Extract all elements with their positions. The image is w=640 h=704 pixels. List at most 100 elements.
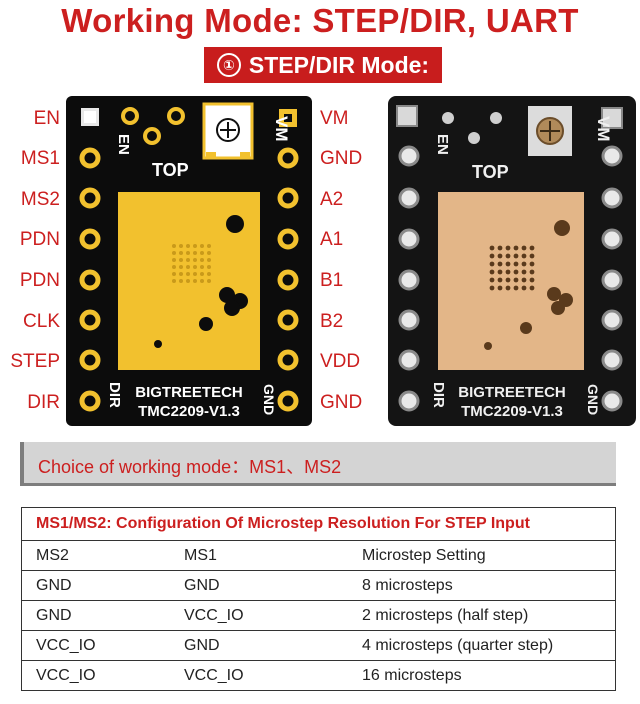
thermal-via-dot	[207, 244, 211, 248]
thermal-via-dot	[505, 245, 511, 251]
silk-top: TOP	[152, 160, 189, 180]
thermal-via-dot	[193, 279, 197, 283]
thermal-via-dot	[497, 277, 503, 283]
thermal-via-dot	[172, 265, 176, 269]
thermal-via-dot	[513, 253, 519, 259]
thermal-via-dot	[505, 277, 511, 283]
photo-silk-en: EN	[434, 134, 451, 155]
thermal-via-dot	[505, 285, 511, 291]
silk-model: TMC2209-V1.3	[138, 403, 240, 420]
thermal-via-dot	[529, 269, 535, 275]
thermal-via-dot	[529, 245, 535, 251]
table-row: VCC_IO GND 4 microsteps (quarter step)	[21, 630, 616, 661]
thermal-via-dot	[193, 258, 197, 262]
photo-potentiometer	[528, 106, 572, 156]
table-cell: 2 microsteps (half step)	[348, 600, 616, 631]
thermal-via-dot	[207, 251, 211, 255]
table-header-ms1: MS1	[170, 540, 348, 571]
thermal-via-dot	[186, 258, 190, 262]
photo-silk-gnd: GND	[585, 384, 601, 415]
photo-silk-vm: VM	[594, 116, 613, 142]
thermal-via-dot	[505, 269, 511, 275]
thermal-via-dot	[193, 272, 197, 276]
thermal-via-dot	[186, 244, 190, 248]
thermal-via-dot	[497, 269, 503, 275]
table-header-ms2: MS2	[21, 540, 170, 571]
thermal-via-dot	[497, 245, 503, 251]
thermal-via-dot	[489, 245, 495, 251]
working-mode-text: Choice of working mode：MS1、MS2	[38, 457, 342, 477]
thermal-via-dot	[505, 261, 511, 267]
photo-right-pins	[601, 107, 623, 412]
thermal-via-dot	[513, 261, 519, 267]
thermal-via-dot	[207, 258, 211, 262]
silk-dir: DIR	[106, 382, 123, 408]
thermal-via-dot	[521, 277, 527, 283]
thermal-via-dot	[497, 285, 503, 291]
pin-label-pdn-1: PDN	[19, 229, 60, 250]
table-header-row: MS2 MS1 Microstep Setting	[21, 540, 616, 571]
photo-copper-pad	[438, 192, 584, 370]
photo-vias	[442, 112, 502, 144]
silk-gnd: GND	[261, 384, 277, 415]
photo-left-pins	[396, 105, 420, 412]
thermal-via-dot	[529, 277, 535, 283]
table-cell: GND	[170, 570, 348, 601]
thermal-via-dot	[521, 261, 527, 267]
page-title: Working Mode: STEP/DIR, UART	[61, 2, 579, 39]
table-cell: 8 microsteps	[348, 570, 616, 601]
table-row: GND GND 8 microsteps	[21, 570, 616, 601]
thermal-via-dot	[179, 258, 183, 262]
thermal-via-dot	[513, 245, 519, 251]
table-cell: 16 microsteps	[348, 660, 616, 691]
thermal-via-dot	[172, 258, 176, 262]
table-cell: VCC_IO	[170, 600, 348, 631]
table-cell: GND	[21, 600, 170, 631]
table-cell: VCC_IO	[170, 660, 348, 691]
pin-label-ms1: MS1	[20, 148, 60, 169]
subtitle-text: STEP/DIR Mode:	[248, 51, 430, 78]
table-cell: VCC_IO	[21, 630, 170, 661]
thermal-via-dot	[489, 269, 495, 275]
vias	[121, 107, 185, 145]
thermal-via-dot	[513, 277, 519, 283]
thermal-via-dot	[505, 253, 511, 259]
thermal-via-dot	[193, 244, 197, 248]
photo-silk-dir: DIR	[430, 382, 447, 408]
pin-label-gnd-1: GND	[320, 148, 363, 169]
thermal-via-dot	[513, 285, 519, 291]
thermal-via-dot	[207, 279, 211, 283]
thermal-via-dot	[179, 265, 183, 269]
thermal-via-dot	[200, 265, 204, 269]
thermal-via-dot	[521, 285, 527, 291]
thermal-via-dot	[207, 272, 211, 276]
thermal-via-dot	[172, 244, 176, 248]
pin-label-b1: B1	[320, 270, 344, 291]
photo-silk-model: TMC2209-V1.3	[461, 403, 563, 420]
thermal-via-dot	[179, 272, 183, 276]
table-cell: 4 microsteps (quarter step)	[348, 630, 616, 661]
thermal-via-dot	[172, 279, 176, 283]
table-row: VCC_IO VCC_IO 16 microsteps	[21, 660, 616, 691]
table-header-setting: Microstep Setting	[348, 540, 616, 571]
thermal-via-dot	[186, 272, 190, 276]
pin-label-clk: CLK	[23, 311, 60, 332]
pin-label-gnd-2: GND	[320, 392, 363, 413]
thermal-via-dot	[489, 277, 495, 283]
microstep-table: MS1/MS2: Configuration Of Microstep Reso…	[21, 507, 616, 691]
pin-label-b2: B2	[320, 311, 344, 332]
left-header-pins	[79, 108, 101, 412]
thermal-via-dot	[200, 244, 204, 248]
board-photo: VM EN TOP DIR GND BIGTREETECH TMC2209-V1…	[388, 96, 636, 426]
pin-label-ms2: MS2	[20, 189, 60, 210]
thermal-via-dot	[521, 245, 527, 251]
table-cell: GND	[21, 570, 170, 601]
circled-number: ①	[216, 53, 241, 77]
thermal-via-dot	[200, 251, 204, 255]
pin-label-en: EN	[33, 108, 60, 129]
pin-label-dir: DIR	[27, 392, 60, 413]
thermal-via-dot	[186, 279, 190, 283]
thermal-via-dot	[186, 265, 190, 269]
thermal-via-dot	[193, 251, 197, 255]
thermal-via-dot	[200, 279, 204, 283]
